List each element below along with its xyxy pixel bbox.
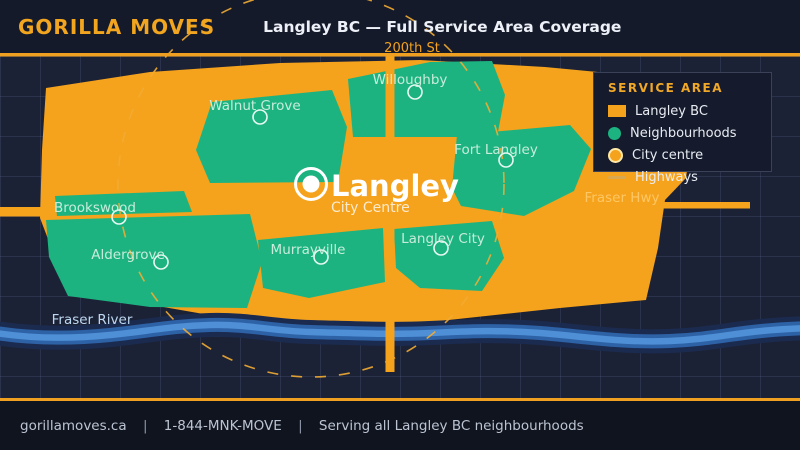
200th-st-road: [385, 56, 395, 372]
header-divider-line: [0, 53, 800, 57]
footer-text: gorillamoves.ca | 1-844-MNK-MOVE | Servi…: [20, 418, 584, 434]
fraser-hwy-label: Fraser Hwy: [585, 190, 660, 206]
footer-separator: |: [142, 417, 148, 434]
brookswood-label: Brookswood: [54, 200, 136, 216]
footer-website: gorillamoves.ca: [20, 417, 127, 434]
walnut-grove-label: Walnut Grove: [209, 98, 300, 114]
page-title: Langley BC — Full Service Area Coverage: [263, 17, 622, 36]
city-name-label: Langley: [331, 169, 459, 203]
fraser-hwy-segment-left: [0, 207, 62, 217]
footer-tagline: Serving all Langley BC neighbourhoods: [318, 417, 584, 434]
fraser-river-label: Fraser River: [52, 312, 133, 328]
aldergrove-marker: [153, 254, 169, 270]
fort-langley-marker: [498, 152, 514, 168]
neighbourhood-polygon-brookswood: [55, 191, 192, 216]
brand-logo: GORILLA MOVES: [18, 14, 216, 39]
fort-langley-label: Fort Langley: [454, 142, 538, 158]
willoughby-label: Willoughby: [373, 72, 448, 88]
legend-item-label: City centre: [632, 147, 704, 163]
murrayville-marker: [313, 249, 329, 265]
city-centre-marker: [294, 167, 328, 201]
header: GORILLA MOVES Langley BC — Full Service …: [0, 0, 800, 53]
brookswood-marker: [111, 209, 127, 225]
walnut-grove-marker: [252, 109, 268, 125]
legend-item-neighbourhoods: Neighbourhoods: [608, 122, 771, 144]
legend-item-label: Highways: [635, 169, 698, 185]
highway-line-swatch: [608, 175, 626, 179]
neighbourhood-polygon-langley-city: [394, 221, 504, 291]
aldergrove-label: Aldergrove: [91, 247, 165, 263]
200th-st-label: 200th St: [384, 41, 440, 56]
fraser-river: [0, 312, 800, 354]
footer-divider-line: [0, 398, 800, 401]
footer: gorillamoves.ca | 1-844-MNK-MOVE | Servi…: [0, 401, 800, 450]
green-circle-swatch: [608, 126, 621, 140]
legend-item-langley-bc: Langley BC: [608, 100, 771, 122]
langley-city-label: Langley City: [401, 231, 485, 247]
legend-item-label: Langley BC: [635, 103, 708, 119]
legend-item-label: Neighbourhoods: [630, 125, 737, 141]
coverage-radius-circle: [117, 0, 505, 378]
fraser-hwy-segment-right: [655, 202, 750, 209]
legend-item-city-centre: City centre: [608, 144, 771, 166]
murrayville-label: Murrayville: [271, 242, 346, 258]
orange-circle-swatch: [608, 147, 623, 163]
legend-panel: SERVICE AREA Langley BC Neighbourhoods C…: [593, 72, 772, 185]
footer-separator: |: [298, 417, 303, 434]
city-subtitle-label: City Centre: [331, 200, 410, 216]
orange-square-swatch: [608, 105, 626, 117]
neighbourhood-polygon-murrayville: [258, 228, 385, 298]
langley-city-marker: [433, 240, 449, 256]
footer-phone: 1-844-MNK-MOVE: [163, 417, 282, 434]
willoughby-marker: [407, 84, 423, 100]
legend-item-highways: Highways: [608, 166, 771, 188]
neighbourhood-polygon-fort-langley: [452, 125, 591, 216]
legend-title: SERVICE AREA: [608, 81, 724, 95]
neighbourhood-polygon-walnut-grove: [196, 90, 347, 183]
